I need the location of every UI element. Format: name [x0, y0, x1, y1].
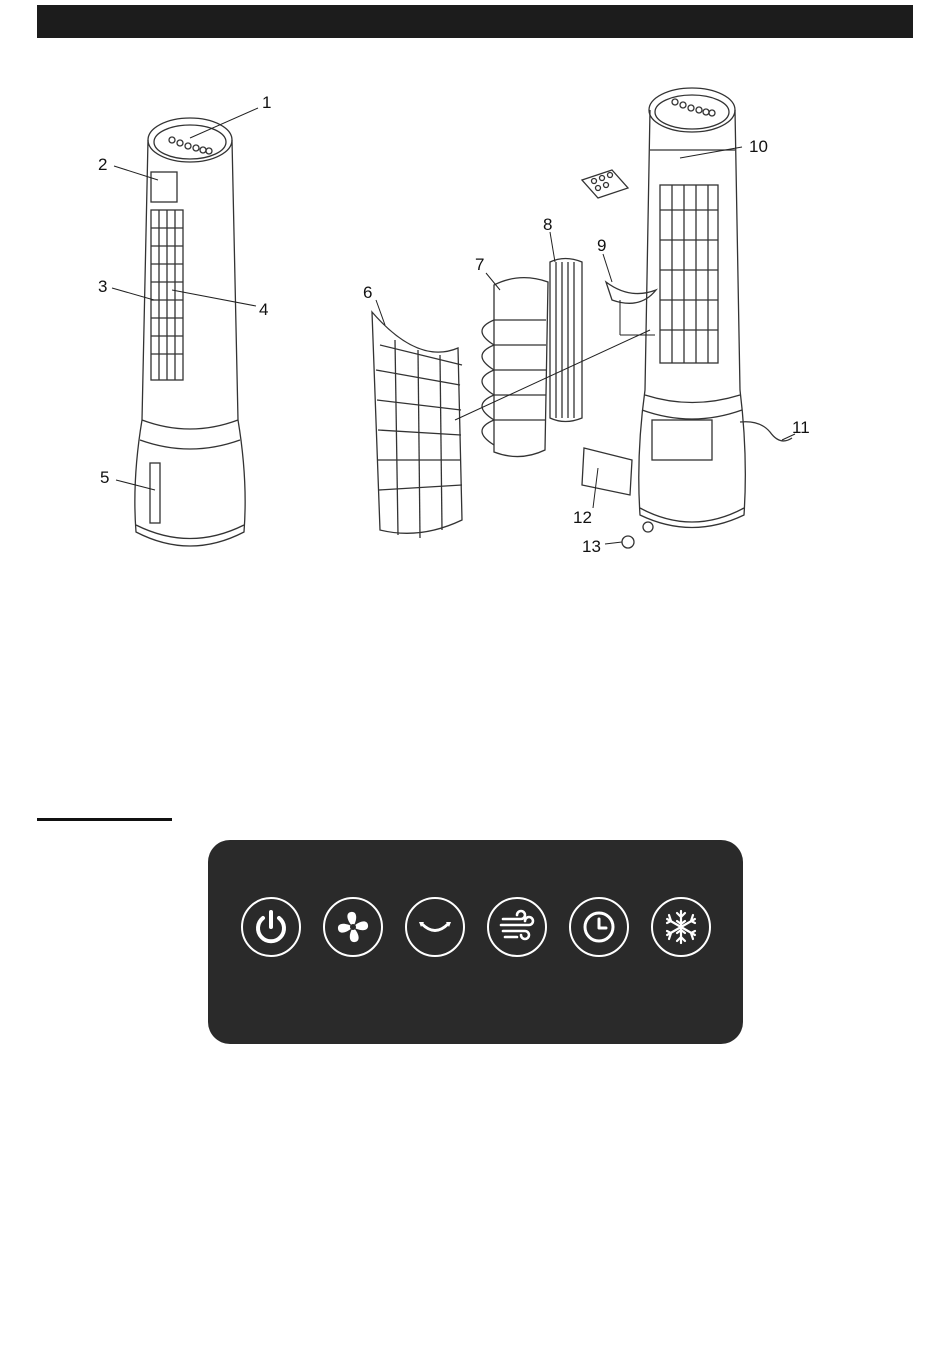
callout-3: 3 — [98, 277, 107, 296]
callout-1: 1 — [262, 93, 271, 112]
power-button[interactable] — [241, 897, 301, 957]
callout-9: 9 — [597, 236, 606, 255]
power-icon — [243, 899, 299, 955]
callout-5: 5 — [100, 468, 109, 487]
remote-holder-drawing — [151, 172, 177, 202]
callout-13: 13 — [582, 537, 601, 556]
power-cord-drawing — [740, 422, 792, 441]
callout-11: 11 — [792, 418, 810, 437]
product-diagram: 1 2 3 4 5 6 7 8 9 10 11 12 13 — [0, 0, 950, 600]
callout-numbers: 1 2 3 4 5 6 7 8 9 10 11 12 13 — [98, 93, 810, 556]
callout-4: 4 — [259, 300, 268, 319]
callout-7: 7 — [475, 255, 484, 274]
wind-icon — [489, 899, 545, 955]
snowflake-icon — [653, 899, 709, 955]
cooling-pad-drawing — [550, 259, 582, 422]
swing-icon — [407, 899, 463, 955]
callout-12: 12 — [573, 508, 592, 527]
cooling-button[interactable] — [651, 897, 711, 957]
fan-icon — [325, 899, 381, 955]
tower-assembled — [135, 118, 245, 546]
top-buttons-drawing — [169, 137, 212, 154]
callout-2: 2 — [98, 155, 107, 174]
wind-mode-button[interactable] — [487, 897, 547, 957]
callout-6: 6 — [363, 283, 372, 302]
fan-speed-button[interactable] — [323, 897, 383, 957]
drain-plug-drawing — [622, 536, 634, 548]
leader-lines — [112, 108, 795, 544]
ice-pack-drawing — [606, 282, 656, 303]
louver-drawing — [151, 210, 183, 380]
timer-button[interactable] — [569, 897, 629, 957]
filter-frame-drawing — [372, 312, 462, 538]
tank-cover-drawing — [582, 448, 632, 495]
callout-10: 10 — [749, 137, 768, 156]
remote-control-drawing — [582, 170, 628, 198]
tower-exploded — [639, 88, 746, 528]
swing-button[interactable] — [405, 897, 465, 957]
control-panel — [208, 840, 743, 1044]
section-underline — [37, 818, 172, 821]
frame-cage-drawing — [482, 278, 548, 457]
water-level-window-drawing — [150, 463, 160, 523]
callout-8: 8 — [543, 215, 552, 234]
clock-icon — [571, 899, 627, 955]
